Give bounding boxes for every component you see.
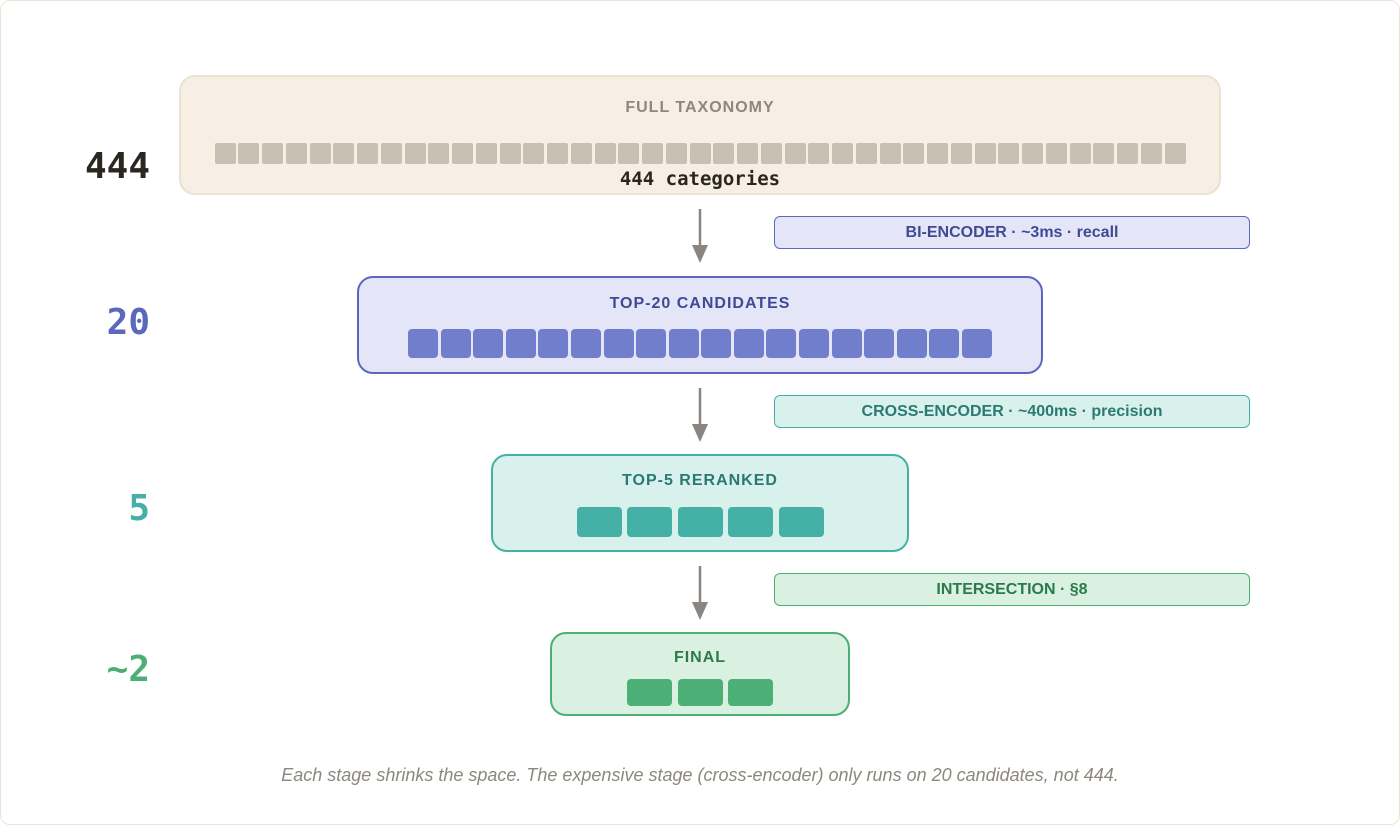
- cell: [778, 507, 824, 537]
- cell: [505, 329, 536, 358]
- cell: [784, 143, 806, 164]
- cell: [333, 143, 355, 164]
- cell: [808, 143, 830, 164]
- cell: [1069, 143, 1091, 164]
- cell: [737, 143, 758, 164]
- cell: [701, 329, 732, 358]
- cell: [309, 143, 331, 164]
- cell: [407, 329, 438, 358]
- cell: [950, 143, 972, 164]
- cell: [974, 143, 996, 164]
- cell: [1117, 143, 1138, 164]
- cell: [831, 329, 862, 358]
- cell: [404, 143, 426, 164]
- cell: [380, 143, 402, 164]
- cell: [733, 329, 764, 358]
- tag-cross-encoder: CROSS-ENCODER · ~400ms · precision: [774, 395, 1250, 428]
- stage-title: TOP-20 CANDIDATES: [609, 295, 791, 312]
- cell: [627, 507, 672, 537]
- down-arrow-icon: [692, 388, 708, 442]
- count-final: ~2: [106, 649, 150, 690]
- cell: [642, 143, 663, 164]
- cell: [547, 143, 568, 164]
- cell: [538, 329, 569, 358]
- cell: [618, 143, 640, 164]
- down-arrow-icon: [692, 566, 708, 620]
- cell: [929, 329, 960, 358]
- cell: [523, 143, 545, 164]
- cell: [1045, 143, 1067, 164]
- cell: [896, 329, 927, 358]
- stage-final: FINAL: [550, 632, 850, 716]
- cell: [357, 143, 378, 164]
- cell: [689, 143, 711, 164]
- cell: [473, 329, 504, 358]
- cell: [677, 679, 723, 706]
- cell: [1093, 143, 1115, 164]
- count-top-20: 20: [106, 302, 150, 343]
- cell: [713, 143, 735, 164]
- cell: [627, 679, 672, 706]
- cell: [214, 143, 236, 164]
- category-cells: [181, 143, 1219, 164]
- cell: [576, 507, 622, 537]
- cell: [760, 143, 782, 164]
- cell: [668, 329, 699, 358]
- cell: [440, 329, 471, 358]
- candidate-cells: [359, 329, 1041, 358]
- stage-title: TOP-5 RERANKED: [622, 472, 778, 489]
- stage-top-5-reranked: TOP-5 RERANKED: [491, 454, 909, 552]
- count-top-5: 5: [128, 488, 150, 529]
- cell: [636, 329, 667, 358]
- stage-subtitle: 444 categories: [619, 168, 781, 190]
- cell: [570, 329, 601, 358]
- cell: [1140, 143, 1162, 164]
- cell: [998, 143, 1020, 164]
- cell: [570, 143, 592, 164]
- caption: Each stage shrinks the space. The expens…: [281, 765, 1119, 785]
- stage-title: FINAL: [673, 649, 727, 666]
- cell: [665, 143, 687, 164]
- stage-title: FULL TAXONOMY: [625, 99, 775, 116]
- cell: [962, 329, 993, 358]
- cell: [864, 329, 895, 358]
- count-full-taxonomy: 444: [84, 146, 150, 187]
- cell: [1022, 143, 1043, 164]
- cell: [603, 329, 634, 358]
- cell: [594, 143, 616, 164]
- cell: [832, 143, 853, 164]
- cell: [499, 143, 521, 164]
- reranked-cells: [493, 507, 907, 537]
- tag-bi-encoder: BI-ENCODER · ~3ms · recall: [774, 216, 1250, 249]
- cell: [262, 143, 283, 164]
- cell: [238, 143, 260, 164]
- stage-full-taxonomy: FULL TAXONOMY 444 categories: [179, 75, 1221, 195]
- cell: [799, 329, 830, 358]
- stage-top-20-candidates: TOP-20 CANDIDATES: [357, 276, 1043, 374]
- cell: [855, 143, 877, 164]
- cell: [452, 143, 473, 164]
- cell: [475, 143, 497, 164]
- cell: [728, 679, 773, 706]
- tag-intersection: INTERSECTION · §8: [774, 573, 1250, 606]
- cell: [677, 507, 723, 537]
- down-arrow-icon: [692, 209, 708, 263]
- cell: [903, 143, 925, 164]
- cell: [927, 143, 948, 164]
- final-cells: [552, 679, 848, 706]
- cell: [728, 507, 773, 537]
- cell: [428, 143, 450, 164]
- cell: [285, 143, 307, 164]
- cell: [879, 143, 901, 164]
- cell: [766, 329, 797, 358]
- cell: [1164, 143, 1186, 164]
